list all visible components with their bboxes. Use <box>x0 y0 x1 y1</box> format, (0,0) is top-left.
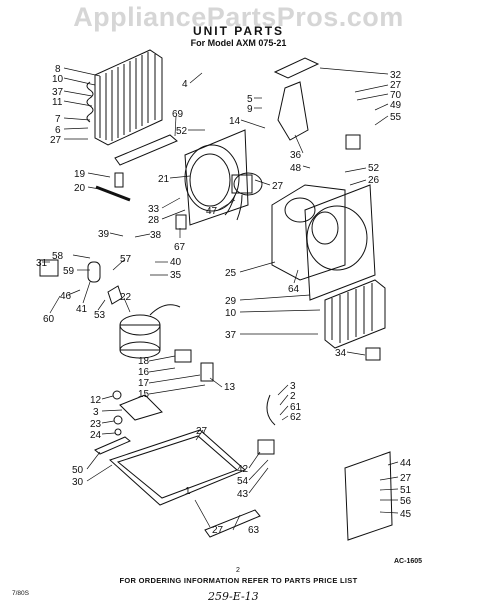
callout-label: 23 <box>90 419 102 430</box>
fan-shroud-drawing <box>184 129 249 226</box>
callout-label: 12 <box>90 395 102 406</box>
watermark: AppliancePartsPros.com <box>73 2 404 32</box>
callout-label: 40 <box>170 257 182 268</box>
callout-label: 20 <box>74 183 86 194</box>
callout-label: 51 <box>400 485 412 496</box>
handwritten-note: 259-E-13 <box>208 590 259 603</box>
callout-label: 37 <box>225 330 237 341</box>
callout-label: 46 <box>60 291 72 302</box>
callout-label: 19 <box>74 169 86 180</box>
callout-label: 36 <box>290 150 302 161</box>
callout-label: 59 <box>63 266 75 277</box>
callout-label: 62 <box>290 412 302 423</box>
base-pan-drawing <box>109 429 246 506</box>
callout-label: 4 <box>182 79 188 90</box>
callout-label: 29 <box>225 296 237 307</box>
callout-label: 8 <box>55 64 61 75</box>
callout-label: 17 <box>138 378 150 389</box>
callout-label: 41 <box>76 304 88 315</box>
callout-label: 2 <box>290 391 296 402</box>
callout-label: 61 <box>290 402 302 413</box>
callout-label: 37 <box>52 87 64 98</box>
callout-label: 14 <box>229 116 241 127</box>
callout-label: 35 <box>170 270 182 281</box>
callout-label: 63 <box>248 525 260 536</box>
callout-label: 50 <box>72 465 84 476</box>
callout-label: 7 <box>55 114 61 125</box>
callout-label: 31 <box>36 258 48 269</box>
callout-label: 13 <box>224 382 236 393</box>
callout-label: 67 <box>174 242 186 253</box>
callout-label: 42 <box>237 464 249 475</box>
callout-label: 34 <box>335 348 347 359</box>
callout-label: 15 <box>138 389 150 400</box>
callout-label: 54 <box>237 476 249 487</box>
callout-label: 33 <box>148 204 160 215</box>
callout-label: 26 <box>368 175 380 186</box>
callout-label: 9 <box>247 104 253 115</box>
callout-label: 1 <box>185 486 191 497</box>
model-subtitle: For Model AXM 075-21 <box>190 38 287 48</box>
callout-labels: 8 10 37 11 7 6 27 4 69 52 5 9 14 32 27 7… <box>36 64 412 536</box>
callout-label: 52 <box>176 126 188 137</box>
callout-label: 27 <box>50 135 62 146</box>
callout-label: 49 <box>390 100 402 111</box>
diagram-title: UNIT PARTS <box>192 24 285 38</box>
callout-label: 60 <box>43 314 55 325</box>
callout-label: 3 <box>93 407 99 418</box>
callout-label: 27 <box>400 473 412 484</box>
callout-label: 70 <box>390 90 402 101</box>
callout-label: 11 <box>52 97 63 108</box>
callout-label: 32 <box>390 70 402 81</box>
callout-label: 52 <box>368 163 380 174</box>
callout-label: 57 <box>120 254 132 265</box>
callout-label: 44 <box>400 458 412 469</box>
evaporator-coil-drawing <box>324 279 386 349</box>
callout-label: 27 <box>196 426 208 437</box>
callout-label: 28 <box>148 215 160 226</box>
callout-label: 53 <box>94 310 106 321</box>
callout-label: 3 <box>290 381 296 392</box>
callout-label: 56 <box>400 496 412 507</box>
condenser-coil-drawing <box>86 49 163 146</box>
callout-label: 30 <box>72 477 84 488</box>
callout-label: 58 <box>52 251 64 262</box>
callout-label: 22 <box>120 292 132 303</box>
compressor-drawing <box>119 304 181 359</box>
callout-label: 5 <box>247 94 253 105</box>
callout-label: 55 <box>390 112 402 123</box>
callout-label: 64 <box>288 284 300 295</box>
callout-label: 24 <box>90 430 102 441</box>
callout-label: 27 <box>212 525 224 536</box>
callout-label: 10 <box>225 308 237 319</box>
callout-label: 16 <box>138 367 150 378</box>
blower-wheel-drawing <box>311 211 339 245</box>
callout-label: 25 <box>225 268 237 279</box>
callout-label: 48 <box>290 163 302 174</box>
callout-label: 18 <box>138 356 150 367</box>
callout-label: 69 <box>172 109 184 120</box>
callout-label: 38 <box>150 230 162 241</box>
callout-label: 39 <box>98 229 110 240</box>
document-code: 7/80S <box>12 590 29 597</box>
blower-housing-drawing <box>271 184 346 281</box>
callout-label: 6 <box>55 125 61 136</box>
callout-label: 21 <box>158 174 170 185</box>
callout-label: 43 <box>237 489 249 500</box>
callout-label: 47 <box>206 206 218 217</box>
fan-motor-drawing <box>224 172 263 221</box>
callout-label: 27 <box>272 181 284 192</box>
callout-label: 45 <box>400 509 412 520</box>
ordering-footer: FOR ORDERING INFORMATION REFER TO PARTS … <box>119 576 358 585</box>
callout-label: 27 <box>390 80 402 91</box>
callout-label: 10 <box>52 74 64 85</box>
diagram-reference: AC-1605 <box>394 558 423 565</box>
page-number: 2 <box>236 567 240 574</box>
